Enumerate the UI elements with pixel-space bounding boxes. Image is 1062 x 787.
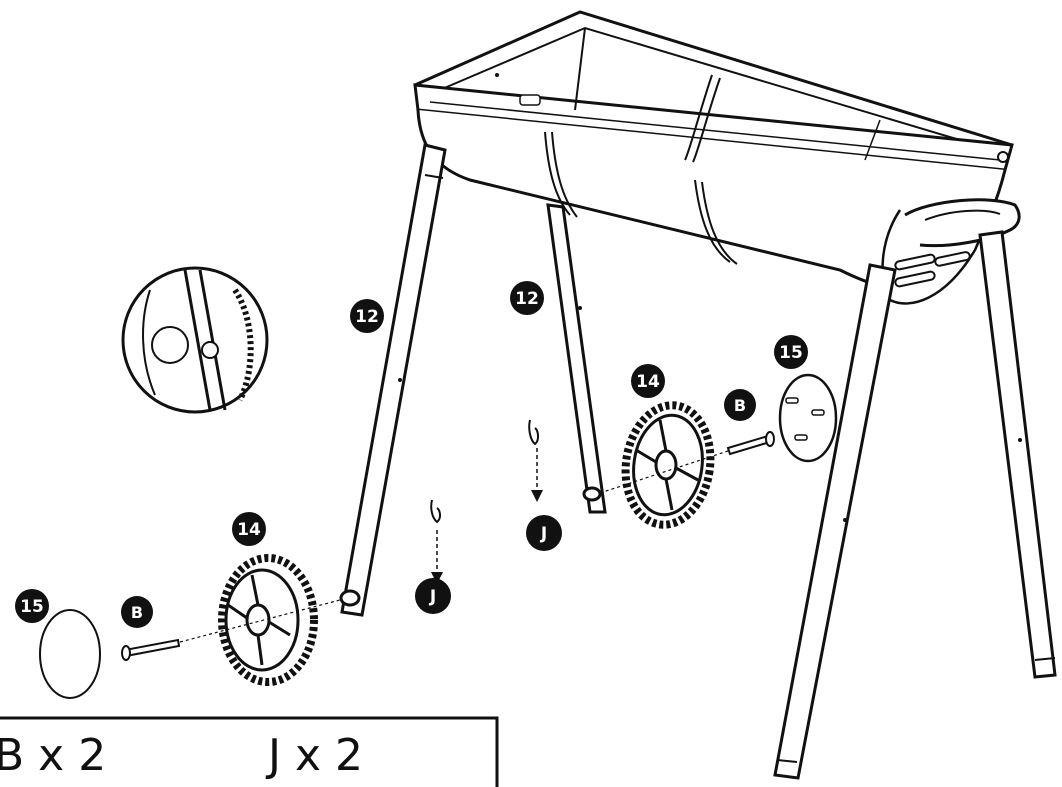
svg-text:B: B [734,396,746,415]
bolt-right [599,431,775,494]
wheel-right [621,401,715,529]
callout-wheel-right: 14 [631,364,665,398]
wheel-left [218,554,318,686]
svg-text:14: 14 [636,372,660,392]
callout-hubcap-left: 15 [15,589,49,623]
callout-pin-left: J [415,578,451,614]
leg-rear-right [978,230,1057,679]
svg-text:J: J [429,587,436,607]
bolt-left [121,599,341,661]
grill-barrel [413,10,1021,305]
pin-quantity: J x 2 [265,730,363,781]
bolt-quantity: B x 2 [0,730,106,781]
detail-inset [121,266,269,414]
callout-hubcap-right: 15 [774,335,808,369]
svg-text:15: 15 [20,597,44,617]
pin-right [528,419,543,502]
callout-leg-right: 12 [510,281,544,315]
svg-text:14: 14 [237,520,261,540]
callout-bolt-right: B [724,389,756,421]
leg-rear-left [546,203,607,514]
hubcap-left [39,609,101,699]
callout-bolt-left: B [121,596,153,628]
svg-text:12: 12 [515,289,539,309]
svg-text:B: B [131,603,143,622]
pin-left [430,499,443,584]
leg-front-left [340,143,447,617]
callout-wheel-left: 14 [232,512,266,546]
legs [339,143,1057,780]
callout-leg-left: 12 [350,299,384,333]
hardware-quantity-box: B x 2 J x 2 [0,716,499,787]
svg-text:15: 15 [779,343,803,363]
svg-text:J: J [540,524,547,544]
svg-text:12: 12 [355,307,379,327]
hubcap-right [778,373,838,463]
leg-front-right [773,263,897,780]
callout-pin-right: J [526,515,562,551]
